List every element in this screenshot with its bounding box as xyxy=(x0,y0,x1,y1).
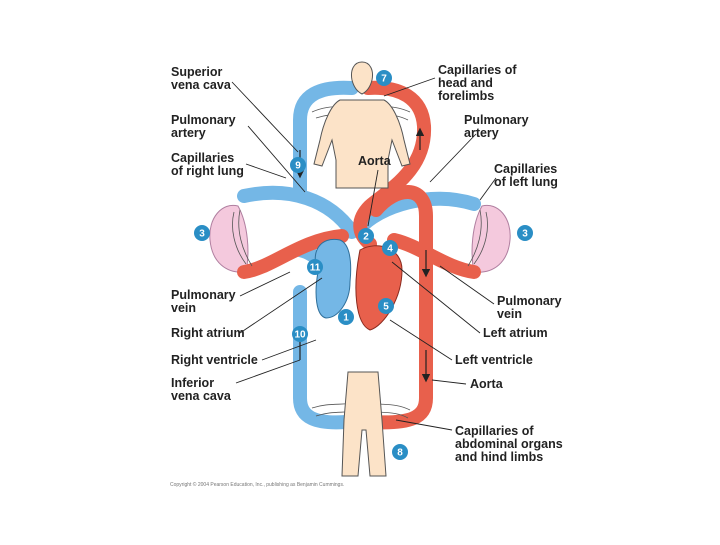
label-pulmonary-artery-right: Pulmonary artery xyxy=(464,113,529,140)
marker-10: 10 xyxy=(292,326,308,342)
heart-right-side xyxy=(314,238,352,319)
marker-2: 2 xyxy=(358,228,374,244)
aorta-upper-vessel xyxy=(353,80,432,251)
superior-vena-cava-vessel xyxy=(293,80,359,199)
label-left-ventricle: Left ventricle xyxy=(455,353,533,367)
capillary-right-lung xyxy=(232,209,253,267)
label-capillaries-abdominal: Capillaries of abdominal organs and hind… xyxy=(455,424,563,464)
svg-text:7: 7 xyxy=(381,74,387,85)
marker-3-left: 3 xyxy=(194,225,210,241)
label-inferior-vena-cava: Inferior vena cava xyxy=(171,376,231,403)
label-capillaries-left-lung: Capillaries of left lung xyxy=(494,162,558,189)
label-left-atrium: Left atrium xyxy=(483,326,548,340)
right-pulmonary-vein-vessel xyxy=(237,229,349,279)
label-aorta-bottom: Aorta xyxy=(470,377,503,391)
svg-text:1: 1 xyxy=(343,313,349,324)
label-pulmonary-artery-left: Pulmonary artery xyxy=(171,113,236,140)
svg-text:10: 10 xyxy=(294,330,306,341)
label-capillaries-right-lung: Capillaries of right lung xyxy=(171,151,244,178)
left-pulmonary-vein-vessel xyxy=(387,233,481,279)
marker-5: 5 xyxy=(378,298,394,314)
svg-text:5: 5 xyxy=(383,302,389,313)
svg-text:4: 4 xyxy=(387,244,393,255)
marker-4: 4 xyxy=(382,240,398,256)
svg-text:11: 11 xyxy=(310,263,321,274)
svg-text:2: 2 xyxy=(363,232,369,243)
label-superior-vena-cava: Superior vena cava xyxy=(171,65,231,92)
right-lung xyxy=(209,204,249,273)
marker-9: 9 xyxy=(290,157,306,173)
marker-1: 1 xyxy=(338,309,354,325)
label-pulmonary-vein-right: Pulmonary vein xyxy=(497,294,562,321)
upper-body-figure xyxy=(313,61,411,189)
label-aorta-top: Aorta xyxy=(358,154,391,168)
svg-text:3: 3 xyxy=(522,229,528,240)
marker-8: 8 xyxy=(392,444,408,460)
inferior-vena-cava-vessel xyxy=(293,285,353,430)
right-pulmonary-artery-vessel xyxy=(237,185,359,239)
marker-11: 11 xyxy=(307,259,323,275)
leader-lines xyxy=(231,77,497,431)
copyright-text: Copyright © 2004 Pearson Education, Inc.… xyxy=(170,482,345,488)
marker-3-right: 3 xyxy=(517,225,533,241)
label-right-ventricle: Right ventricle xyxy=(171,353,258,367)
left-lung xyxy=(471,204,511,273)
label-pulmonary-vein-left: Pulmonary vein xyxy=(171,288,236,315)
label-capillaries-head: Capillaries of head and forelimbs xyxy=(438,63,517,103)
lower-body-figure xyxy=(341,371,387,477)
marker-7: 7 xyxy=(376,70,392,86)
svg-text:9: 9 xyxy=(295,161,301,172)
label-right-atrium: Right atrium xyxy=(171,326,245,340)
svg-text:8: 8 xyxy=(397,448,403,459)
svg-text:3: 3 xyxy=(199,229,205,240)
capillary-left-lung xyxy=(467,209,488,267)
heart-left-side xyxy=(355,245,403,331)
